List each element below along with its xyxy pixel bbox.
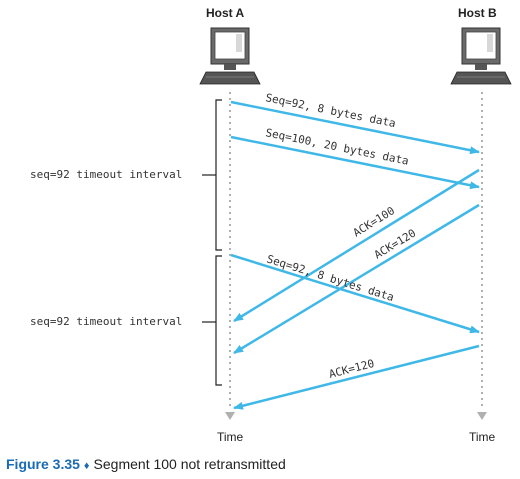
figure-number: Figure 3.35 (6, 456, 80, 472)
host-a-computer-icon (199, 27, 261, 85)
figure-caption: Figure 3.35♦Segment 100 not retransmitte… (6, 456, 286, 472)
message-arrow-seq100 (230, 135, 480, 190)
timeout-bracket-2 (202, 255, 222, 386)
message-arrow-ack100 (233, 168, 480, 323)
caption-text: Segment 100 not retransmitted (93, 456, 286, 472)
host-a-time-arrowhead (225, 412, 235, 420)
message-arrow-ack120 (233, 203, 480, 355)
message-arrow-seq92-retransmit (230, 253, 480, 334)
host-b-time-arrowhead (477, 412, 487, 420)
host-a-label: Host A (206, 6, 245, 20)
caption-diamond-icon: ♦ (83, 460, 90, 472)
host-b-time-label: Time (469, 430, 496, 444)
timeout-interval-label-1: seq=92 timeout interval (30, 168, 183, 181)
timeout-interval-label-2: seq=92 timeout interval (30, 315, 183, 328)
host-b-label: Host B (458, 6, 497, 20)
host-b-computer-icon (450, 27, 512, 85)
message-arrow-ack120-final (233, 344, 480, 410)
host-a-time-label: Time (217, 430, 244, 444)
message-arrow-seq92 (230, 100, 480, 155)
message-label-seq92: Seq=92, 8 bytes data (264, 91, 396, 130)
timeout-bracket-1 (202, 99, 222, 251)
